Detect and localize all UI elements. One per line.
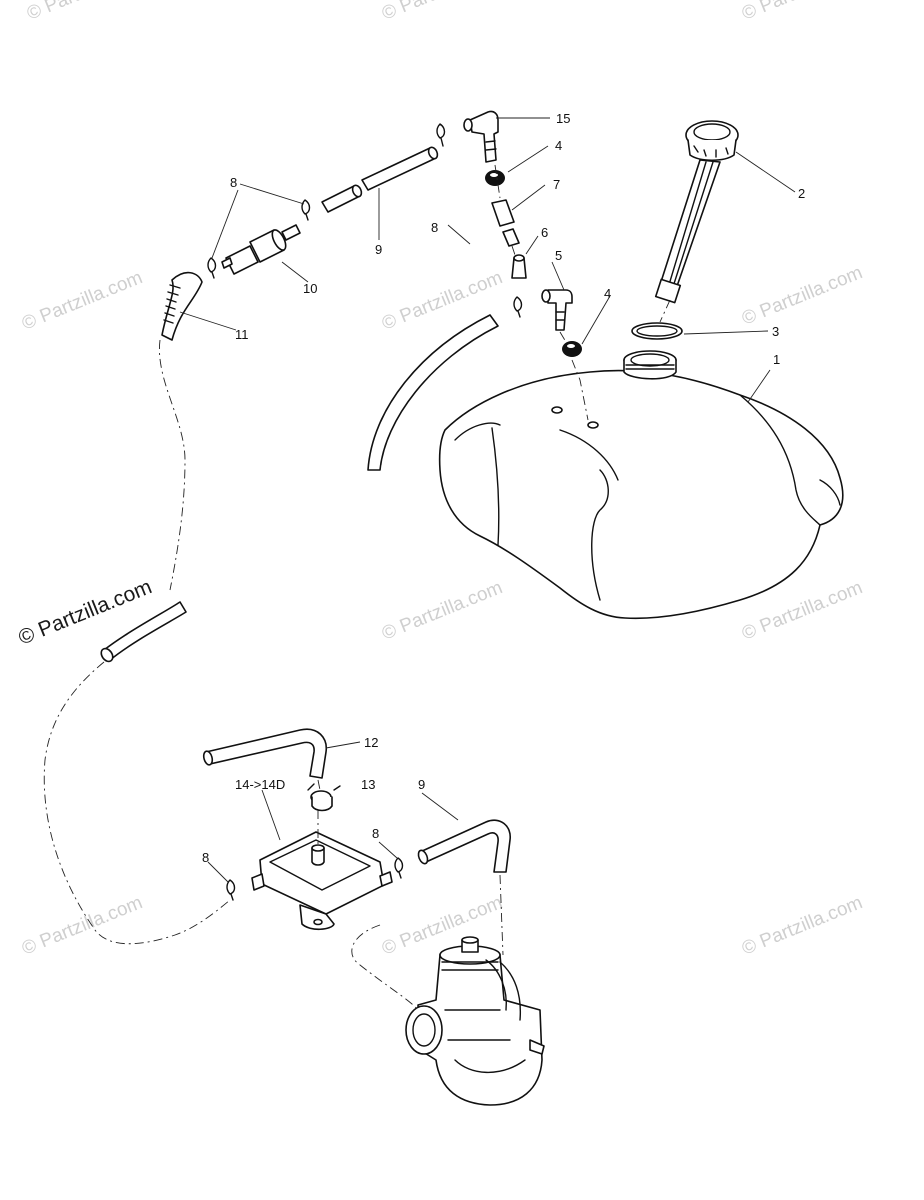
callout-1: 1 — [773, 352, 780, 367]
grommet-upper — [485, 170, 505, 186]
clamp-13 — [307, 783, 341, 812]
carburetor — [405, 936, 545, 1106]
callout-8-top-left: 8 — [230, 175, 237, 190]
callout-2: 2 — [798, 186, 805, 201]
callout-8-center: 8 — [431, 220, 438, 235]
callout-7: 7 — [553, 177, 560, 192]
watermark-text: © Partzilla.com — [739, 892, 866, 959]
callout-9-lower: 9 — [418, 777, 425, 792]
callout-10: 10 — [303, 281, 317, 296]
fuel-line-lower — [417, 819, 511, 873]
fuel-tank — [438, 350, 844, 620]
dashed-assembly-line — [559, 331, 567, 343]
hose-clamp — [207, 257, 217, 279]
fuel-line-mid — [43, 601, 231, 945]
callout-4-upper: 4 — [555, 138, 562, 153]
fuel-line-12 — [202, 728, 327, 779]
dashed-assembly-line — [499, 874, 504, 956]
fuel-filter — [221, 224, 301, 275]
hose-clamp — [394, 857, 404, 879]
grommet-lower — [562, 341, 582, 357]
callout-9-upper: 9 — [375, 242, 382, 257]
callout-11: 11 — [235, 327, 249, 342]
callout-3: 3 — [772, 324, 779, 339]
hose-clamp — [436, 123, 446, 147]
dashed-assembly-line — [351, 924, 419, 1011]
elbow-fitting — [541, 289, 573, 331]
callout-8-lower-right: 8 — [372, 826, 379, 841]
watermark-text: © Partzilla.com — [379, 577, 506, 644]
callout-8-lower-left: 8 — [202, 850, 209, 865]
callout-5: 5 — [555, 248, 562, 263]
dashed-assembly-line — [494, 164, 501, 199]
tank-elbow-fitting — [463, 110, 499, 163]
fuel-pump — [251, 831, 393, 931]
watermark-text: © Partzilla.com — [24, 0, 151, 25]
hose-clamp — [513, 296, 523, 318]
watermark-text: © Partzilla.com — [379, 0, 506, 25]
callout-14: 14->14D — [235, 777, 285, 792]
watermark-text: © Partzilla.com — [739, 262, 866, 329]
callout-6: 6 — [541, 225, 548, 240]
dashed-assembly-line — [659, 299, 671, 323]
fuel-gauge-sender — [654, 120, 739, 304]
tank-vent-hose — [367, 314, 499, 471]
leader-lines — [179, 117, 796, 883]
dashed-assembly-line — [511, 245, 517, 259]
short-tube — [491, 199, 520, 247]
watermark-text: © Partzilla.com — [19, 267, 146, 334]
callout-15: 15 — [556, 111, 570, 126]
hose-fitting — [511, 254, 527, 279]
callout-4-lower: 4 — [604, 286, 611, 301]
fuel-line-upper — [321, 146, 439, 213]
watermark-text: © Partzilla.com — [19, 892, 146, 959]
hose-clamp — [226, 879, 236, 901]
callout-labels: 1 2 3 4 4 5 6 7 8 8 8 8 9 9 10 11 12 13 … — [202, 111, 805, 865]
watermark-text: © Partzilla.com — [739, 0, 866, 25]
callout-12: 12 — [364, 735, 378, 750]
dashed-assembly-line — [317, 779, 321, 791]
hose-clamp — [301, 199, 311, 221]
dashed-assembly-line — [571, 359, 589, 421]
fuel-line-long — [158, 271, 203, 591]
callout-13: 13 — [361, 777, 375, 792]
